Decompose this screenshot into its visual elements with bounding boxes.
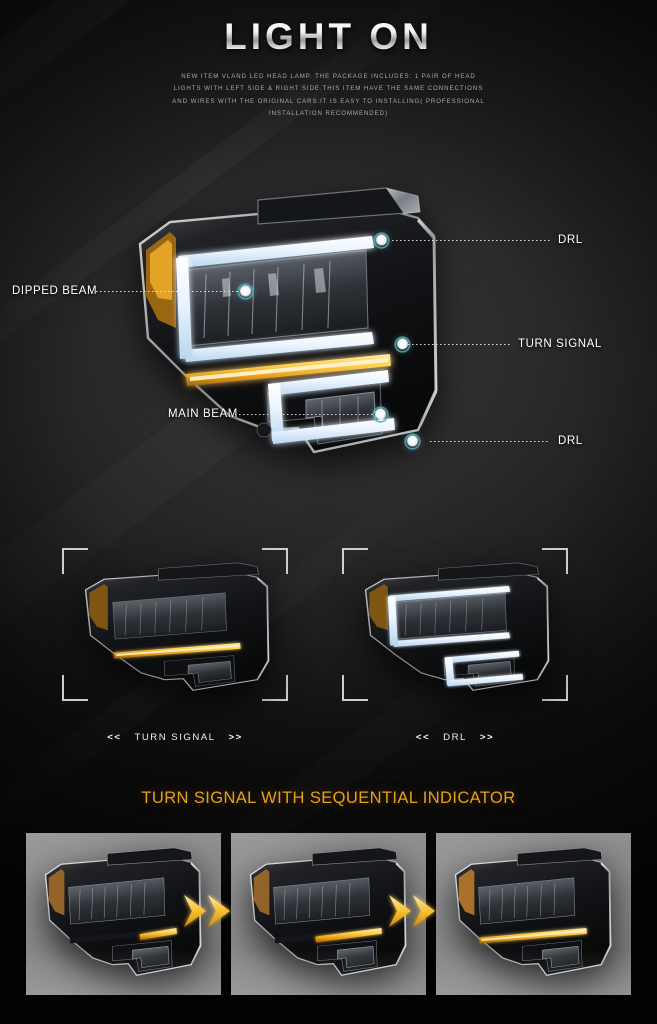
caption-arrow-left: << <box>107 732 122 743</box>
corner-bracket-icon <box>542 675 568 701</box>
annotation-label-dipped-beam: DIPPED BEAM <box>12 285 98 297</box>
frame-floor-reflection <box>231 949 426 995</box>
annotation-label-main-beam: MAIN BEAM <box>168 408 238 420</box>
headlight-drl-image <box>352 558 562 698</box>
caption-text: DRL <box>443 732 467 743</box>
headlight-sequential-step-3 <box>444 843 622 983</box>
corner-bracket-icon <box>62 675 88 701</box>
sequential-heading: TURN SIGNAL WITH SEQUENTIAL INDICATOR <box>141 789 516 807</box>
sequential-frames-section <box>0 833 657 998</box>
header: LIGHT ON NEW ITEM VLAND LED HEAD LAMP. T… <box>0 16 657 121</box>
headlight-sequential-step-2 <box>239 843 417 983</box>
caption-arrow-right: >> <box>479 732 495 743</box>
mode-panel-turn-signal: << TURN SIGNAL >> <box>50 540 300 743</box>
caption-arrow-right: >> <box>228 732 243 743</box>
corner-bracket-icon <box>542 548 568 574</box>
sequence-arrow-icon-1 <box>182 889 234 933</box>
leader-line-dipped-beam <box>96 291 246 292</box>
leader-line-main-beam <box>235 414 380 415</box>
page-title: LIGHT ON <box>0 16 657 58</box>
leader-line-turn-signal <box>400 344 510 345</box>
marker-drl-bottom <box>406 435 419 448</box>
sequence-arrow-icon-2 <box>387 889 439 933</box>
frame-floor-reflection <box>436 949 631 995</box>
corner-bracket-icon <box>342 675 368 701</box>
corner-bracket-icon <box>342 548 368 574</box>
corner-bracket-icon <box>62 548 88 574</box>
mode-comparison-section: << TURN SIGNAL >> <box>0 540 657 770</box>
product-description: NEW ITEM VLAND LED HEAD LAMP. THE PACKAG… <box>172 73 485 118</box>
annotation-label-drl-bottom: DRL <box>558 435 583 447</box>
corner-bracket-icon <box>262 548 288 574</box>
leader-line-drl-bottom <box>430 441 550 442</box>
headlight-sequential-step-1 <box>34 843 212 983</box>
headlight-product-image <box>118 178 458 468</box>
marker-dipped-beam <box>239 285 252 298</box>
corner-bracket-icon <box>262 675 288 701</box>
leader-line-drl-top <box>392 240 550 241</box>
mode-panel-drl: << DRL >> <box>330 540 580 743</box>
sequential-frame-1 <box>26 833 221 995</box>
sequential-frame-2 <box>231 833 426 995</box>
marker-turn-signal <box>396 338 409 351</box>
mode-caption-turn-signal: << TURN SIGNAL >> <box>50 732 300 743</box>
annotation-label-turn-signal: TURN SIGNAL <box>518 338 602 350</box>
caption-text: TURN SIGNAL <box>134 732 216 743</box>
marker-main-beam <box>374 408 387 421</box>
annotation-label-drl-top: DRL <box>558 234 583 246</box>
frame-floor-reflection <box>26 949 221 995</box>
headlight-turn-signal-image <box>72 558 282 698</box>
marker-drl-top <box>375 234 388 247</box>
caption-arrow-left: << <box>415 732 431 743</box>
hero-product-section: DRL DIPPED BEAM TURN SIGNAL MAIN BEAM DR… <box>0 150 657 500</box>
mode-caption-drl: << DRL >> <box>330 732 580 743</box>
sequential-frame-3 <box>436 833 631 995</box>
